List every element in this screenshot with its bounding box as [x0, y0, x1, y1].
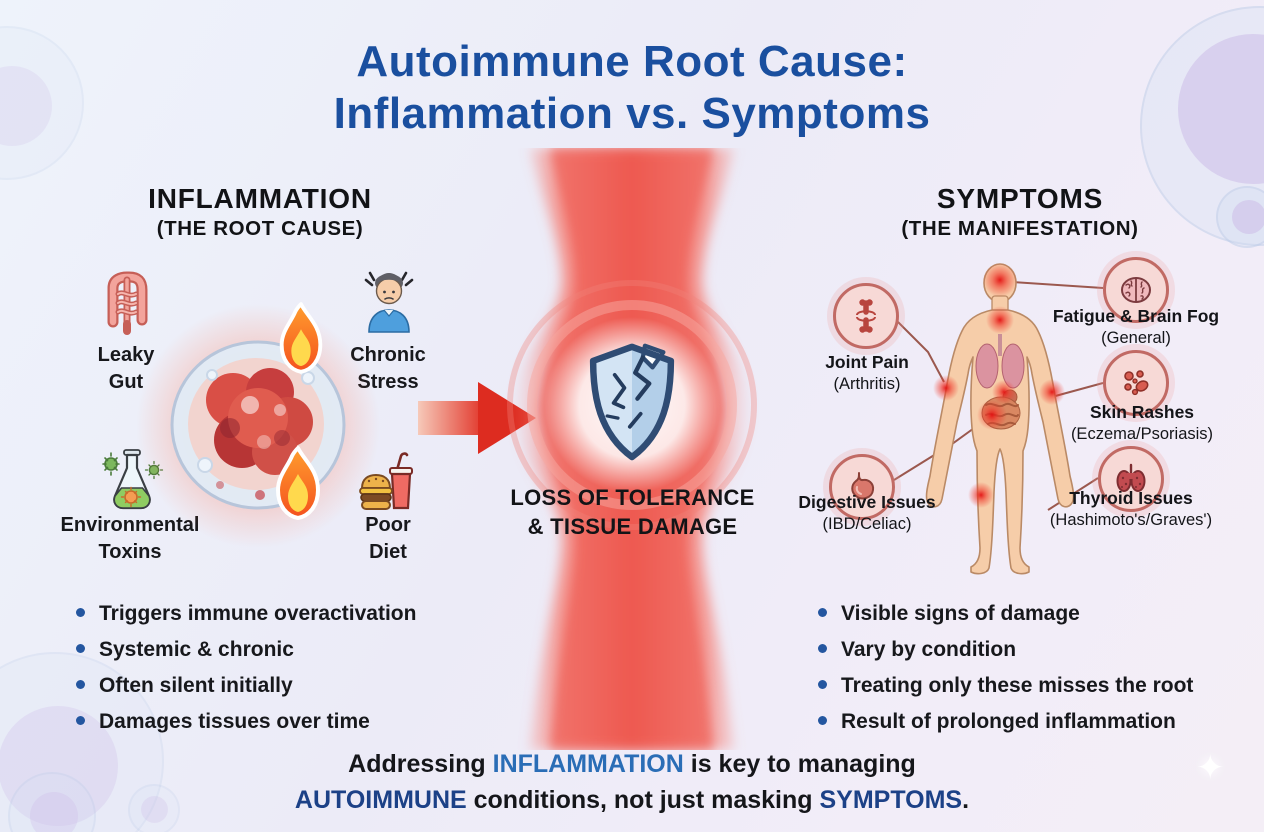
footer-message: Addressing INFLAMMATION is key to managi… [0, 746, 1264, 818]
inflammation-hotspots [933, 263, 1065, 508]
list-item: Treating only these misses the root [818, 672, 1258, 701]
bullet-dot [818, 679, 827, 689]
background-cell [8, 772, 96, 832]
symptom-skin-rashes: Skin Rashes (Eczema/Psoriasis) [1070, 402, 1214, 443]
factor-poor-diet-label: Poor Diet [365, 514, 411, 563]
list-item: Damages tissues over time [76, 708, 506, 737]
list-item: Often silent initially [76, 672, 506, 701]
title-line-1: Autoimmune Root Cause: [356, 37, 908, 86]
brain-icon [1103, 257, 1169, 323]
bullet-dot [76, 608, 85, 617]
stressed-person-icon [358, 266, 420, 339]
intestine-icon [96, 270, 158, 341]
thyroid-icon [1098, 446, 1164, 512]
inflammation-section-heading: INFLAMMATION (THE ROOT CAUSE) [60, 183, 460, 241]
list-item: Systemic & chronic [76, 636, 506, 665]
list-item: Visible signs of damage [818, 600, 1258, 629]
inflammation-heading: INFLAMMATION [148, 183, 372, 214]
symptoms-panel: Joint Pain (Arthritis) Fatigue & Brain F… [780, 250, 1264, 600]
cracked-shield-icon [578, 340, 686, 471]
factor-leaky-gut-label: Leaky Gut [97, 344, 155, 393]
footer-line-2: AUTOIMMUNE conditions, not just masking … [294, 786, 970, 814]
bullet-dot [76, 715, 85, 725]
flame-icon [268, 444, 328, 527]
symptoms-bullet-list: Visible signs of damage Vary by conditio… [818, 600, 1258, 744]
list-item: Result of prolonged inflammation [818, 708, 1258, 737]
factor-environmental-toxins-label: Environmental Toxins [60, 514, 200, 563]
footer-line-1: Addressing INFLAMMATION is key to managi… [348, 750, 916, 778]
symptoms-section-heading: SYMPTOMS (THE MANIFESTATION) [830, 183, 1210, 241]
symptom-thyroid-issues: Thyroid Issues (Hashimoto's/Graves') [1049, 488, 1213, 529]
inflammation-bullet-list: Triggers immune overactivation Systemic … [76, 600, 506, 744]
bullet-dot [818, 715, 827, 725]
bullet-dot [818, 643, 827, 653]
stomach-icon [829, 454, 895, 520]
flame-icon [272, 300, 330, 381]
list-item: Vary by condition [818, 636, 1258, 665]
list-item: Triggers immune overactivation [76, 600, 506, 629]
loss-of-tolerance-label: LOSS OF TOLERANCE & TISSUE DAMAGE [510, 485, 755, 539]
symptom-digestive-issues: Digestive Issues (IBD/Celiac) [798, 492, 936, 533]
inflamed-cell-illustration [130, 300, 390, 555]
human-body-figure [893, 263, 1104, 575]
background-cell [128, 784, 180, 832]
joint-icon [833, 283, 899, 349]
symptom-joint-pain: Joint Pain (Arthritis) [825, 352, 909, 393]
title-line-2: Inflammation vs. Symptoms [333, 88, 931, 138]
skin-rash-icon [1103, 350, 1169, 416]
bullet-dot [818, 608, 827, 617]
page-title: Autoimmune Root Cause: Inflammation vs. … [0, 36, 1264, 140]
bullet-dot [76, 679, 85, 689]
symptoms-subheading: (THE MANIFESTATION) [901, 217, 1139, 240]
symptoms-heading: SYMPTOMS [936, 183, 1104, 214]
arrow-right-icon [418, 376, 536, 465]
bullet-dot [76, 643, 85, 653]
sparkle-icon: ✦ [1196, 749, 1225, 787]
inflammation-subheading: (THE ROOT CAUSE) [156, 217, 364, 240]
symptom-fatigue-brain-fog: Fatigue & Brain Fog (General) [1052, 306, 1220, 347]
background-cell [1216, 186, 1264, 248]
